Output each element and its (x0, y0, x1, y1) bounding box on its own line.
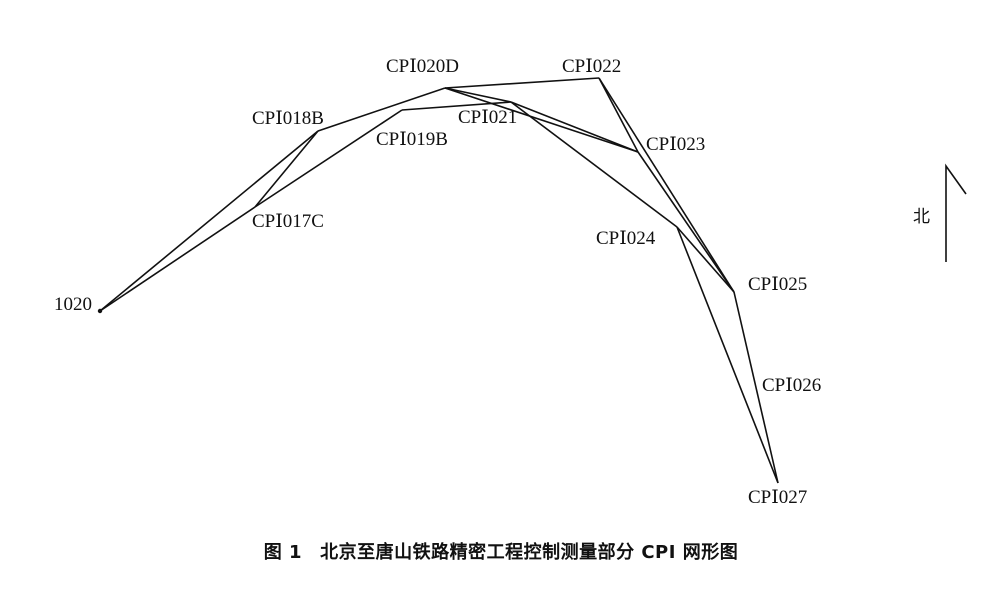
point-label-018b: CPⅠ018B (252, 108, 324, 129)
point-label-024: CPⅠ024 (596, 228, 656, 249)
point-label-023: CPⅠ023 (646, 134, 705, 155)
edge-022-025 (598, 77, 735, 293)
edge-023-025 (637, 151, 735, 293)
north-arrow: 北 (913, 163, 967, 262)
point-label-1020: 1020 (54, 294, 92, 315)
north-arrow-icon (945, 163, 967, 262)
edge-020d-023 (444, 87, 639, 153)
north-label: 北 (913, 207, 930, 227)
edge-024-027 (676, 226, 779, 484)
point-label-019b: CPⅠ019B (376, 129, 448, 150)
edge-021-023 (510, 101, 639, 153)
edge-018b-020d (317, 87, 446, 132)
network-edges (99, 77, 779, 484)
edge-020d-021 (444, 87, 512, 103)
point-label-020d: CPⅠ020D (386, 56, 459, 77)
edge-025-027 (733, 291, 779, 484)
edge-022-023 (598, 77, 639, 153)
edge-017c-018b (254, 130, 319, 208)
network-points: 1020CPⅠ017CCPⅠ018BCPⅠ019BCPⅠ020DCPⅠ021CP… (54, 56, 821, 508)
edge-1020-018b (99, 130, 319, 312)
edge-020d-022 (444, 77, 600, 89)
figure-caption: 图 1 北京至唐山铁路精密工程控制测量部分 CPI 网形图 (0, 538, 1000, 564)
figure-title: 北京至唐山铁路精密工程控制测量部分 CPI 网形图 (320, 542, 739, 563)
edge-024-025 (676, 226, 735, 293)
point-label-021: CPⅠ021 (458, 107, 517, 128)
edge-017c-019b (254, 109, 403, 208)
figure-number: 图 1 (263, 542, 303, 563)
point-label-027: CPⅠ027 (748, 487, 807, 508)
point-label-025: CPⅠ025 (748, 274, 807, 295)
edge-1020-017c (99, 206, 256, 312)
point-label-017c: CPⅠ017C (252, 211, 324, 232)
point-label-022: CPⅠ022 (562, 56, 621, 77)
point-marker-1020 (97, 308, 103, 314)
edge-021-024 (510, 101, 678, 228)
point-label-026: CPⅠ026 (762, 375, 821, 396)
